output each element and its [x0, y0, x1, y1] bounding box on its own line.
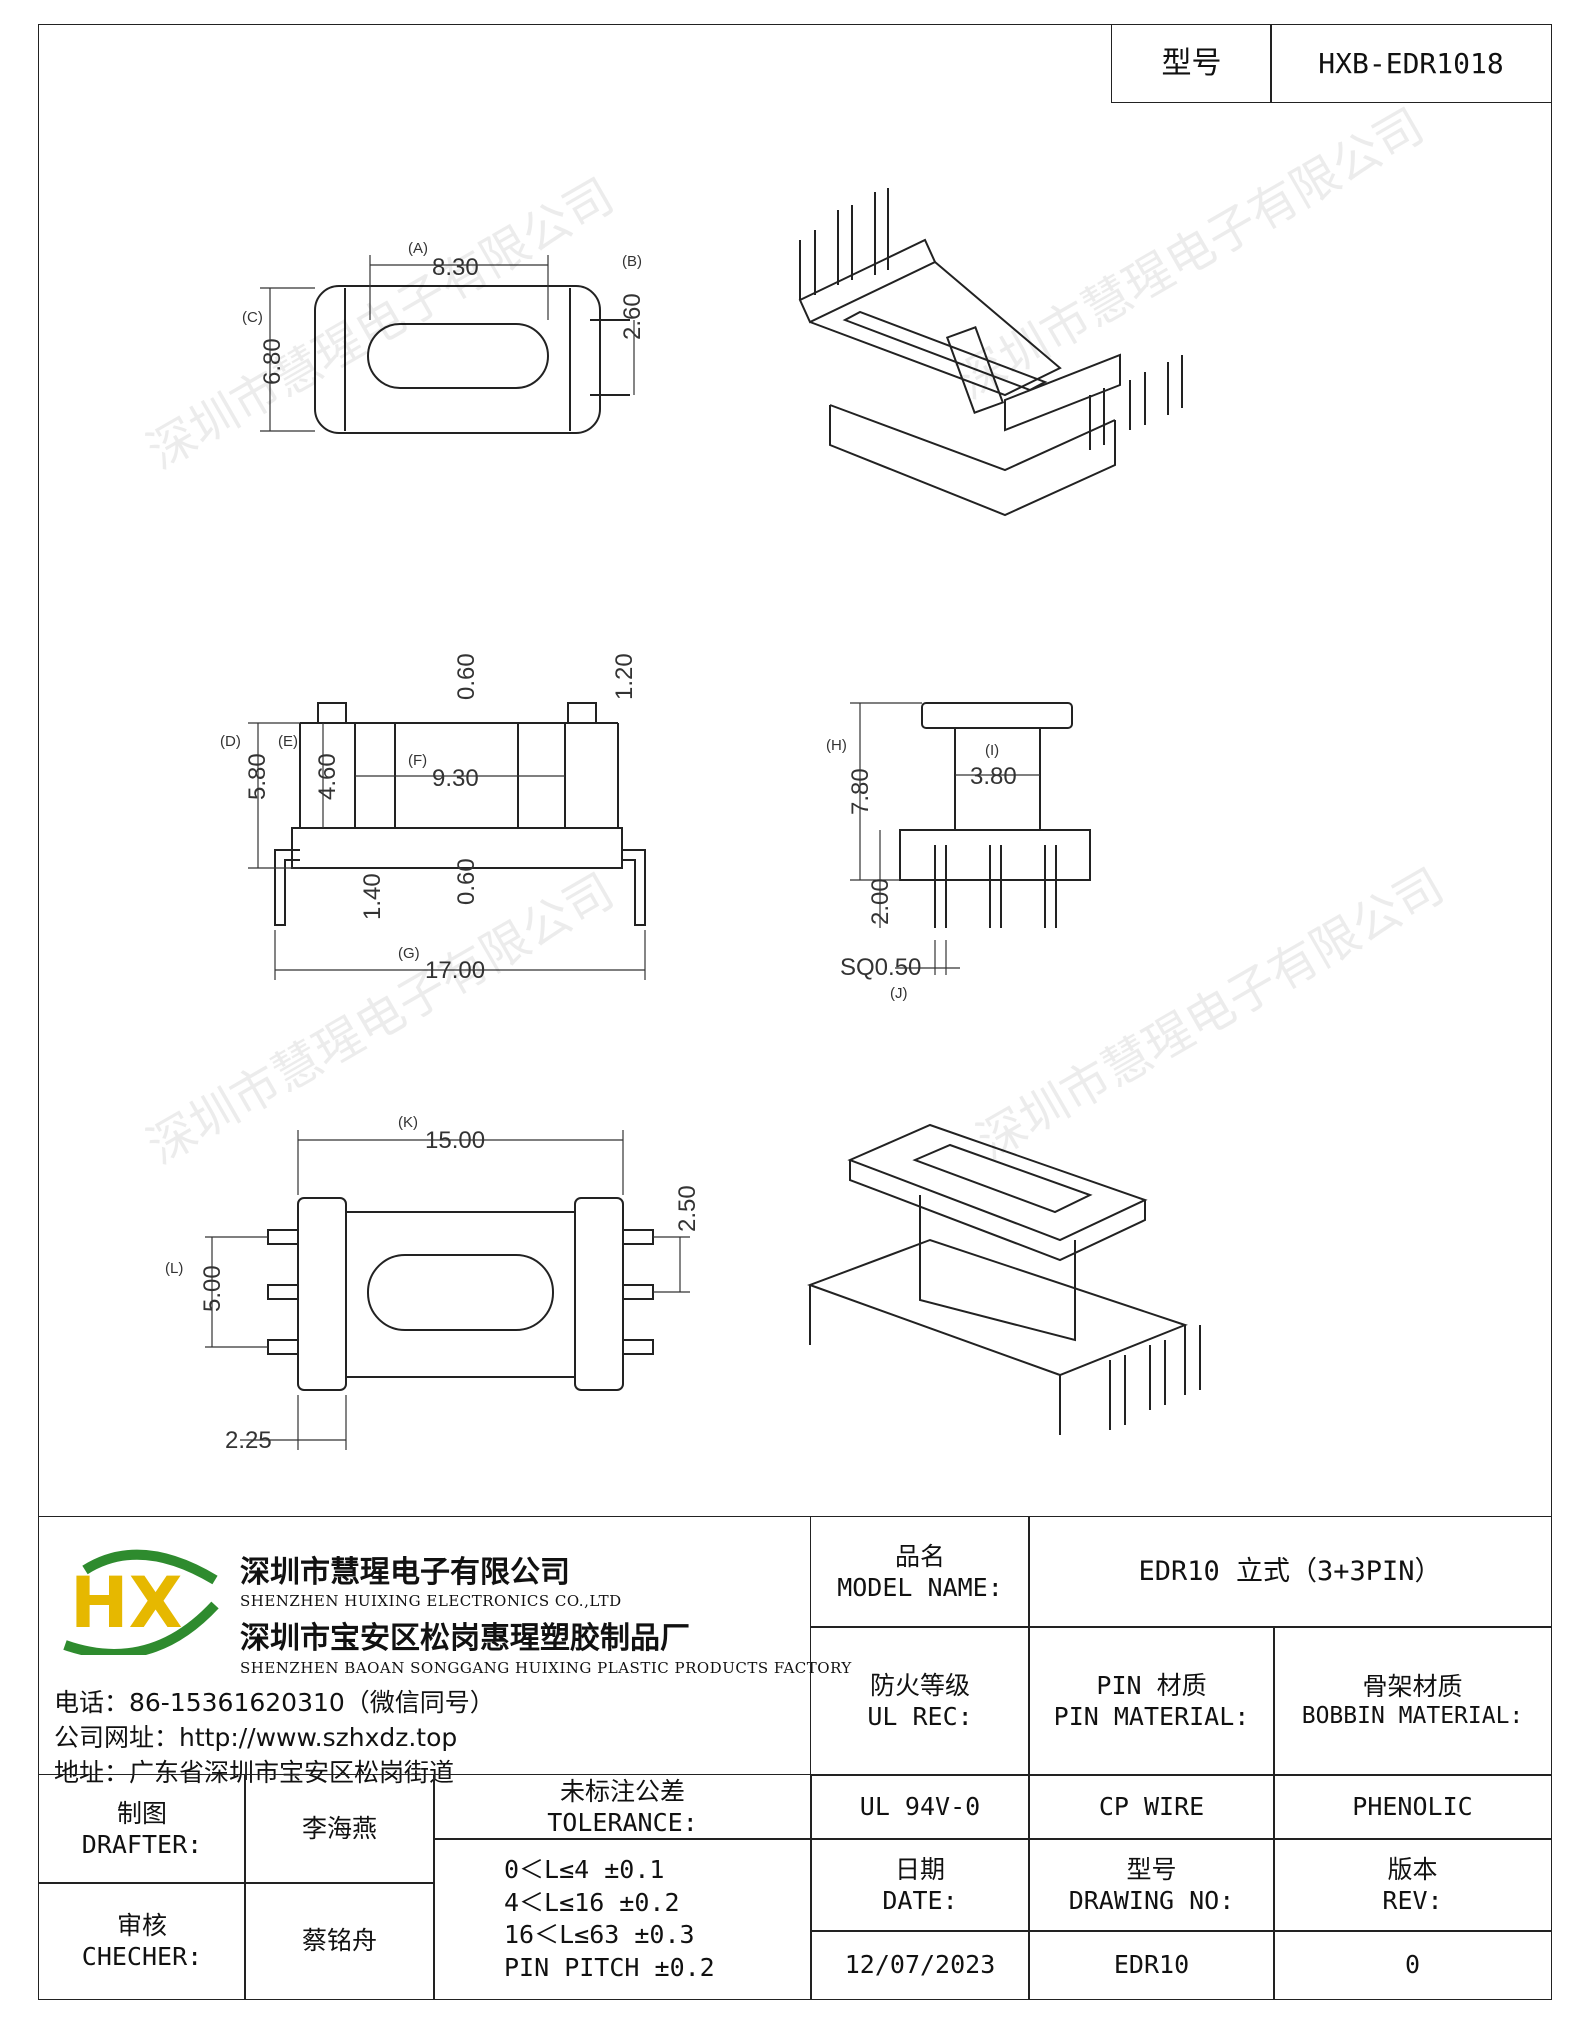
model-name-label: 品名 MODEL NAME: [810, 1516, 1030, 1628]
dim-bot-140: 1.40 [359, 873, 386, 920]
bottom-view [267, 1197, 654, 1391]
title-block-top-border [38, 1516, 1552, 1517]
checker-label: 审核 CHECHER: [38, 1882, 246, 2000]
watermark-2: 深圳市慧瑆电子有限公司 [948, 98, 1433, 411]
model-name-label-cn: 品名 [894, 1541, 945, 1571]
checker-label-cn: 审核 [116, 1910, 167, 1940]
company-website: 公司网址：http://www.szhxdz.top [54, 1723, 458, 1752]
factory-name-cn: 深圳市宝安区松岗惠瑆塑胶制品厂 [240, 1621, 690, 1656]
company-address: 地址：广东省深圳市宝安区松岗街道 [54, 1758, 455, 1787]
drafter-name: 李海燕 [244, 1774, 435, 1884]
dim-A-value: 8.30 [432, 254, 479, 281]
dim-J-value: SQ0.50 [840, 954, 921, 981]
drafter-label-cn: 制图 [116, 1798, 167, 1828]
dim-K-value: 15.00 [425, 1127, 485, 1154]
header-type-label: 型号 [1111, 24, 1272, 103]
company-name-cn: 深圳市慧瑆电子有限公司 [240, 1555, 570, 1590]
tolerance-line-1: 0＜L≤4 ±0.1 [504, 1855, 665, 1884]
dim-F-label: (F) [408, 752, 427, 769]
dim-J-label: (J) [890, 985, 908, 1002]
rev-label: 版本 REV: [1273, 1838, 1552, 1932]
dim-top-120: 1.20 [611, 653, 638, 700]
technical-drawing: (A) 8.30 (B) 2.60 (C) 6.80 (D) 5.80 (E) … [138, 98, 1453, 1454]
tolerance-label: 未标注公差 TOLERANCE: [433, 1774, 812, 1840]
company-name-en: SHENZHEN HUIXING ELECTRONICS CO.,LTD [240, 1592, 622, 1610]
dim-F-value: 9.30 [432, 765, 479, 792]
tolerance-label-en: TOLERANCE: [547, 1808, 698, 1837]
dim-pin-250: 2.50 [674, 1185, 701, 1232]
ul-rec-label-en: UL REC: [867, 1702, 973, 1731]
dim-L-value: 5.00 [199, 1265, 226, 1312]
rev-value: 0 [1273, 1930, 1552, 2000]
dim-G-label: (G) [398, 945, 420, 962]
tolerance-line-2: 4＜L≤16 ±0.2 [504, 1887, 680, 1917]
company-logo: HX [63, 1549, 219, 1655]
header-type-value: HXB-EDR1018 [1270, 24, 1552, 103]
isometric-view-2 [807, 1123, 1201, 1435]
drawing-no-label-cn: 型号 [1126, 1854, 1177, 1884]
side-view [899, 702, 1091, 928]
dim-G-value: 17.00 [425, 957, 485, 984]
dim-C-value: 6.80 [259, 338, 286, 385]
dim-B-value: 2.60 [619, 293, 646, 340]
watermark-4: 深圳市慧瑆电子有限公司 [968, 858, 1453, 1171]
dim-pin-200: 2.00 [867, 878, 894, 925]
checker-label-en: CHECHER: [81, 1942, 203, 1971]
dim-K-label: (K) [398, 1114, 418, 1131]
pin-material-label-cn: PIN 材质 [1096, 1670, 1207, 1700]
tolerance-line-3: 16＜L≤63 ±0.3 [504, 1920, 695, 1949]
isometric-view-1 [798, 188, 1183, 517]
dim-A-label: (A) [408, 240, 428, 257]
date-label-en: DATE: [882, 1886, 958, 1915]
tolerance-line-4: PIN PITCH ±0.2 [504, 1952, 715, 1982]
logo-letters: HX [70, 1562, 183, 1644]
factory-name-en: SHENZHEN BAOAN SONGGANG HUIXING PLASTIC … [240, 1659, 852, 1677]
ul-rec-label-cn: 防火等级 [869, 1670, 970, 1700]
dim-E-label: (E) [278, 733, 298, 750]
drawing-no-label-en: DRAWING NO: [1068, 1886, 1235, 1915]
dim-top-060: 0.60 [453, 653, 480, 700]
top-view [314, 285, 630, 434]
pin-material-label-en: PIN MATERIAL: [1053, 1702, 1250, 1731]
dim-H-value: 7.80 [847, 768, 874, 815]
date-value: 12/07/2023 [810, 1930, 1030, 2000]
model-name-label-en: MODEL NAME: [837, 1573, 1003, 1602]
drawing-no-value: EDR10 [1028, 1930, 1275, 2000]
rev-label-cn: 版本 [1387, 1854, 1438, 1884]
dim-I-label: (I) [985, 742, 999, 759]
bobbin-material-label-cn: 骨架材质 [1362, 1672, 1463, 1701]
pin-material-label: PIN 材质 PIN MATERIAL: [1028, 1626, 1275, 1776]
model-name-value: EDR10 立式（3+3PIN） [1028, 1516, 1552, 1628]
drafter-label: 制图 DRAFTER: [38, 1774, 246, 1884]
bobbin-material-label-en: BOBBIN MATERIAL: [1301, 1703, 1524, 1730]
company-phone: 电话：86-15361620310（微信同号） [54, 1688, 495, 1717]
ul-rec-label: 防火等级 UL REC: [810, 1626, 1030, 1776]
dim-H-label: (H) [826, 737, 847, 754]
dim-bot-060: 0.60 [453, 858, 480, 905]
bobbin-material-value: PHENOLIC [1273, 1774, 1552, 1840]
dim-pin-225: 2.25 [225, 1427, 272, 1454]
date-label: 日期 DATE: [810, 1838, 1030, 1932]
dim-C-label: (C) [242, 309, 263, 326]
tolerance-values: 0＜L≤4 ±0.1 4＜L≤16 ±0.2 16＜L≤63 ±0.3 PIN … [433, 1838, 812, 2000]
dim-L-label: (L) [165, 1260, 183, 1277]
pin-material-value: CP WIRE [1028, 1774, 1275, 1840]
ul-rec-value: UL 94V-0 [810, 1774, 1030, 1840]
drafter-label-en: DRAFTER: [81, 1830, 203, 1859]
rev-label-en: REV: [1382, 1886, 1443, 1915]
bobbin-material-label: 骨架材质 BOBBIN MATERIAL: [1273, 1626, 1552, 1776]
checker-name: 蔡铭舟 [244, 1882, 435, 2000]
date-label-cn: 日期 [894, 1854, 945, 1884]
dim-D-value: 5.80 [244, 753, 271, 800]
dim-B-label: (B) [622, 253, 642, 270]
dim-E-value: 4.60 [314, 753, 341, 800]
dim-I-value: 3.80 [970, 763, 1017, 790]
dim-D-label: (D) [220, 733, 241, 750]
drawing-no-label: 型号 DRAWING NO: [1028, 1838, 1275, 1932]
tolerance-label-cn: 未标注公差 [559, 1776, 685, 1806]
